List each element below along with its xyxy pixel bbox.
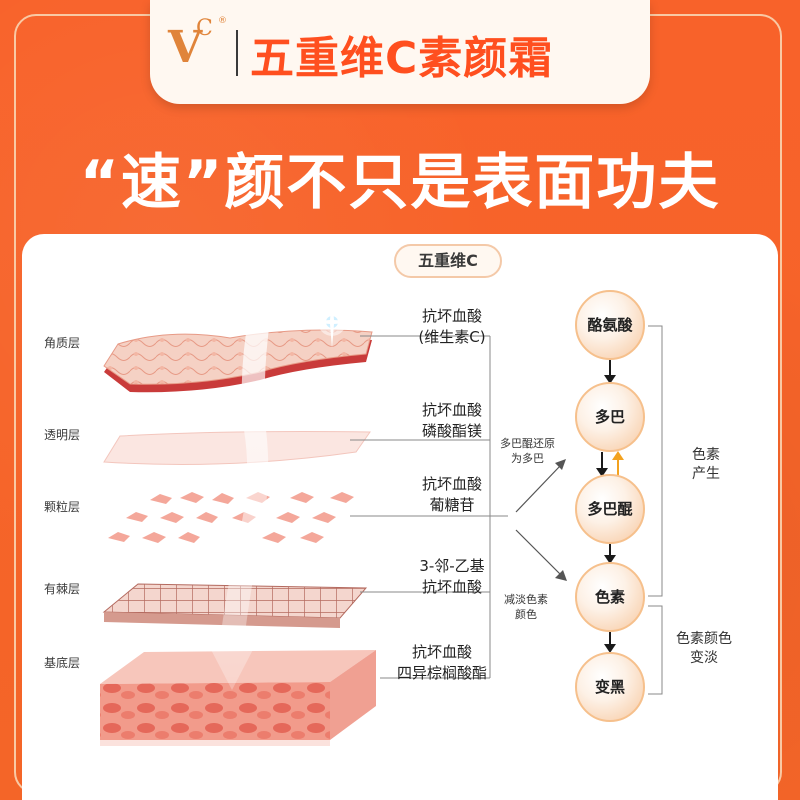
ingredient-1: 抗坏血酸 (维生素C)	[400, 306, 504, 348]
ingredient-5: 抗坏血酸 四异棕榈酸酯	[380, 642, 504, 684]
stratum-granulosum-cells	[108, 492, 354, 543]
product-title: 五重维C素颜霜	[250, 33, 554, 84]
stratum-corneum-slab	[103, 329, 373, 393]
vc-logo: V C ®	[168, 16, 232, 80]
note-lighten-line1: 减淡色素	[504, 593, 548, 606]
ingredient-4-line2: 抗坏血酸	[421, 578, 482, 596]
note-reduction-line1: 多巴醌还原	[500, 437, 555, 450]
note-lighten-line2: 颜色	[515, 608, 537, 621]
layer-label-stratum-lucidum: 透明层	[44, 428, 81, 442]
node-pigment: 色素	[575, 562, 645, 632]
layer-label-stratum-corneum: 角质层	[44, 336, 81, 350]
diagonal-arrow-heads	[555, 459, 567, 581]
node-tyrosine: 酪氨酸	[575, 290, 645, 360]
ingredient-3: 抗坏血酸 葡糖苷	[400, 474, 504, 516]
registered-mark-icon: ®	[218, 16, 227, 26]
ingredient-2-line2: 磷酸酯镁	[421, 422, 482, 440]
group-brackets	[648, 325, 663, 695]
note-reduction: 多巴醌还原 为多巴	[500, 436, 555, 466]
ingredient-5-line1: 抗坏血酸	[411, 643, 472, 661]
diagonal-arrows	[513, 458, 568, 580]
headline: “速”颜不只是表面功夫	[79, 148, 721, 218]
ingredient-3-line1: 抗坏血酸	[421, 475, 482, 493]
layer-label-stratum-basale: 基底层	[44, 656, 81, 670]
penetration-arrow	[206, 320, 270, 690]
layer-label-stratum-granulosum: 颗粒层	[44, 500, 81, 514]
header-bar	[150, 0, 650, 104]
ingredient-3-line2: 葡糖苷	[429, 496, 475, 514]
pathway-arrows	[596, 360, 616, 653]
reversible-arrow-up	[612, 451, 624, 476]
five-vitamin-c-badge: 五重维C	[394, 244, 502, 278]
stratum-basale-block	[100, 650, 376, 746]
group-label-pigment-lightening: 色素颜色 变淡	[676, 630, 732, 668]
ingredient-4-line1: 3-邻-乙基	[419, 557, 485, 575]
ingredient-1-line2: (维生素C)	[418, 328, 486, 346]
diagonal-arrow-lines	[515, 465, 563, 577]
node-darkening: 变黑	[575, 652, 645, 722]
group-bottom-line1: 色素颜色	[676, 631, 732, 647]
logo-letter-c: C	[196, 16, 213, 41]
note-reduction-line2: 为多巴	[511, 452, 544, 465]
group-bottom-line2: 变淡	[690, 650, 718, 666]
stratum-lucidum-sheet	[103, 431, 371, 465]
group-top-line1: 色素	[692, 447, 720, 463]
connector-lines	[350, 335, 508, 679]
header-divider	[236, 30, 238, 76]
group-label-pigment-production: 色素 产生	[692, 446, 720, 484]
ingredient-1-line1: 抗坏血酸	[421, 307, 482, 325]
group-top-line2: 产生	[692, 466, 720, 482]
ingredient-2: 抗坏血酸 磷酸酯镁	[400, 400, 504, 442]
sparkle-icon	[306, 296, 358, 348]
ingredient-2-line1: 抗坏血酸	[421, 401, 482, 419]
node-dopa: 多巴	[575, 382, 645, 452]
note-lighten: 减淡色素 颜色	[504, 592, 548, 622]
layer-label-stratum-spinosum: 有棘层	[44, 582, 81, 596]
ingredient-5-line2: 四异棕榈酸酯	[396, 664, 487, 682]
node-dopaquinone: 多巴醌	[575, 474, 645, 544]
ingredient-4: 3-邻-乙基 抗坏血酸	[400, 556, 504, 598]
logo-letter-v: V	[168, 22, 203, 73]
